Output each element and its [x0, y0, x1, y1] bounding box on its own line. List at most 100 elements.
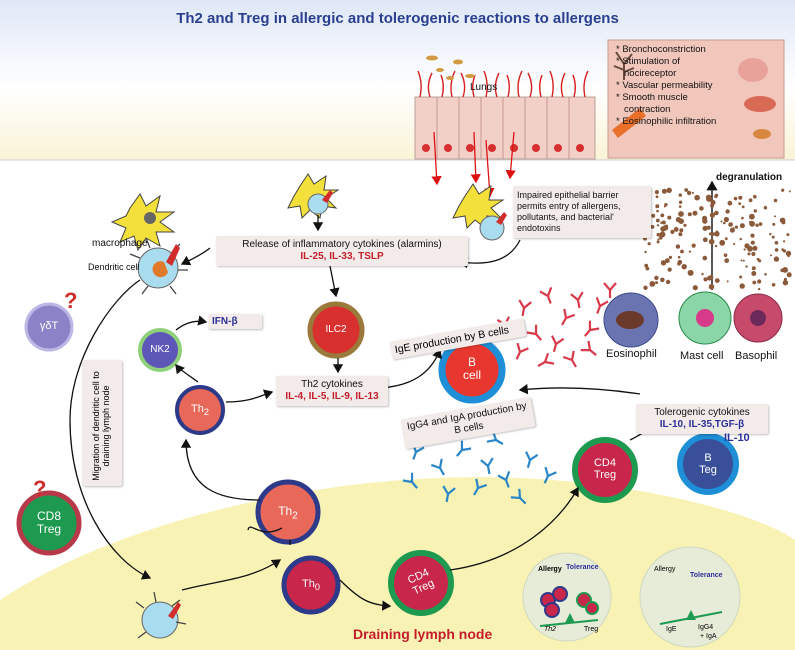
- lung-epithelium: [414, 55, 596, 198]
- granule: [678, 211, 684, 217]
- b-teg-cell: [677, 433, 739, 495]
- b-teg-line1: B: [704, 452, 712, 464]
- balance-right-allergy: Allergy: [654, 566, 676, 573]
- granule: [751, 251, 756, 257]
- granule: [644, 263, 649, 268]
- granule: [756, 257, 760, 261]
- cd4-treg-right: [572, 437, 638, 503]
- granule: [664, 203, 668, 207]
- th2-cell-upper: [175, 385, 225, 435]
- granule: [702, 218, 708, 224]
- granule: [661, 188, 667, 194]
- granule: [720, 220, 723, 223]
- question-mark-cd8: ?: [33, 476, 47, 501]
- balance-left-th2: Th2: [544, 626, 557, 633]
- dendritic-cell-top-icon: [287, 173, 340, 220]
- ige-antibody: [539, 286, 553, 304]
- igg4-antibody: [480, 457, 494, 475]
- granule: [649, 281, 656, 287]
- granule: [786, 233, 790, 237]
- granule: [691, 243, 696, 248]
- granule: [739, 237, 742, 241]
- tolerogenic-label: Tolerogenic cytokines: [654, 407, 750, 418]
- balance-ige-igg4: [639, 546, 741, 648]
- effect-0: Bronchoconstriction: [622, 44, 706, 55]
- granule: [753, 194, 757, 199]
- granule: [701, 272, 704, 276]
- igg4-antibody: [473, 478, 488, 496]
- effect-2: Vascular permeability: [622, 80, 713, 91]
- igg4-antibody: [525, 451, 539, 469]
- b-cell-label: B cell: [448, 356, 496, 382]
- granule: [705, 194, 712, 201]
- cd4-treg-right-line1: CD4: [593, 457, 616, 469]
- nk2-label: NK2: [150, 344, 170, 355]
- granule: [783, 277, 787, 281]
- ige-antibody: [515, 342, 529, 360]
- granule: [764, 273, 767, 276]
- granule: [678, 193, 682, 197]
- granule: [733, 196, 738, 201]
- granule: [656, 224, 660, 227]
- granule: [708, 283, 715, 290]
- cd4-treg-right-label: CD4 Treg: [580, 457, 630, 481]
- cd4-treg-right-line2: Treg: [593, 469, 617, 481]
- igg4-antibody: [497, 470, 511, 488]
- granule: [758, 287, 761, 291]
- alarmins-label: Release of inflammatory cytokines (alarm…: [242, 239, 442, 250]
- granule: [667, 267, 672, 272]
- granule: [692, 210, 698, 216]
- granule: [660, 277, 665, 283]
- balance-left-allergy: Allergy: [538, 566, 562, 573]
- granule: [694, 194, 700, 201]
- granule: [724, 237, 728, 241]
- ige-antibody: [584, 320, 600, 337]
- granule: [647, 242, 651, 246]
- ige-antibody: [537, 352, 555, 367]
- igg4-antibody: [543, 466, 557, 484]
- granule: [678, 205, 682, 208]
- ifn-beta-box: IFN-β: [208, 314, 262, 329]
- granule: [659, 231, 666, 238]
- effect-3: Smooth muscle contraction: [622, 92, 688, 115]
- basophil-label: Basophil: [735, 350, 778, 362]
- question-mark-gdt: ?: [64, 288, 78, 313]
- granule: [758, 222, 763, 226]
- igg4-antibody: [402, 472, 418, 489]
- granule: [744, 243, 750, 249]
- granule: [688, 250, 692, 253]
- granule: [702, 225, 708, 231]
- granule: [734, 225, 739, 229]
- granule: [779, 217, 786, 224]
- dendritic-cell-icon: [129, 237, 188, 295]
- ige-antibody: [595, 296, 609, 314]
- effects-list: * Bronchoconstriction * Stimulation of n…: [616, 44, 717, 127]
- th2-cell-lower: [255, 479, 321, 545]
- dendritic-cell-label: Dendritic cell: [88, 262, 140, 272]
- granule: [670, 229, 675, 234]
- gamma-delta-t-label: γδT: [39, 320, 59, 332]
- barrier-note: Impaired epithelial barrier permits entr…: [513, 186, 651, 238]
- granule: [751, 266, 756, 271]
- granule: [750, 233, 755, 238]
- th2-lower-sub: 2: [292, 510, 298, 522]
- granule: [660, 213, 665, 218]
- granule: [753, 209, 757, 213]
- granule: [773, 256, 780, 262]
- th2-upper-label: Th2: [180, 403, 220, 417]
- migration-note: Migration of dendritic cell to draining …: [91, 371, 111, 481]
- lymph-node-label: Draining lymph node: [353, 626, 493, 642]
- granule: [763, 206, 768, 210]
- granule: [687, 212, 692, 217]
- granule: [659, 236, 663, 240]
- effects-illustrations: [612, 51, 776, 139]
- granule: [749, 213, 755, 220]
- granule: [750, 240, 755, 245]
- granule: [702, 255, 708, 261]
- granule: [678, 232, 683, 237]
- pathway-arrows: [69, 215, 665, 611]
- th2-cytokines-box: Th2 cytokines IL-4, IL-5, IL-9, IL-13: [276, 376, 388, 406]
- granule: [751, 271, 757, 276]
- ige-antibody: [570, 291, 584, 309]
